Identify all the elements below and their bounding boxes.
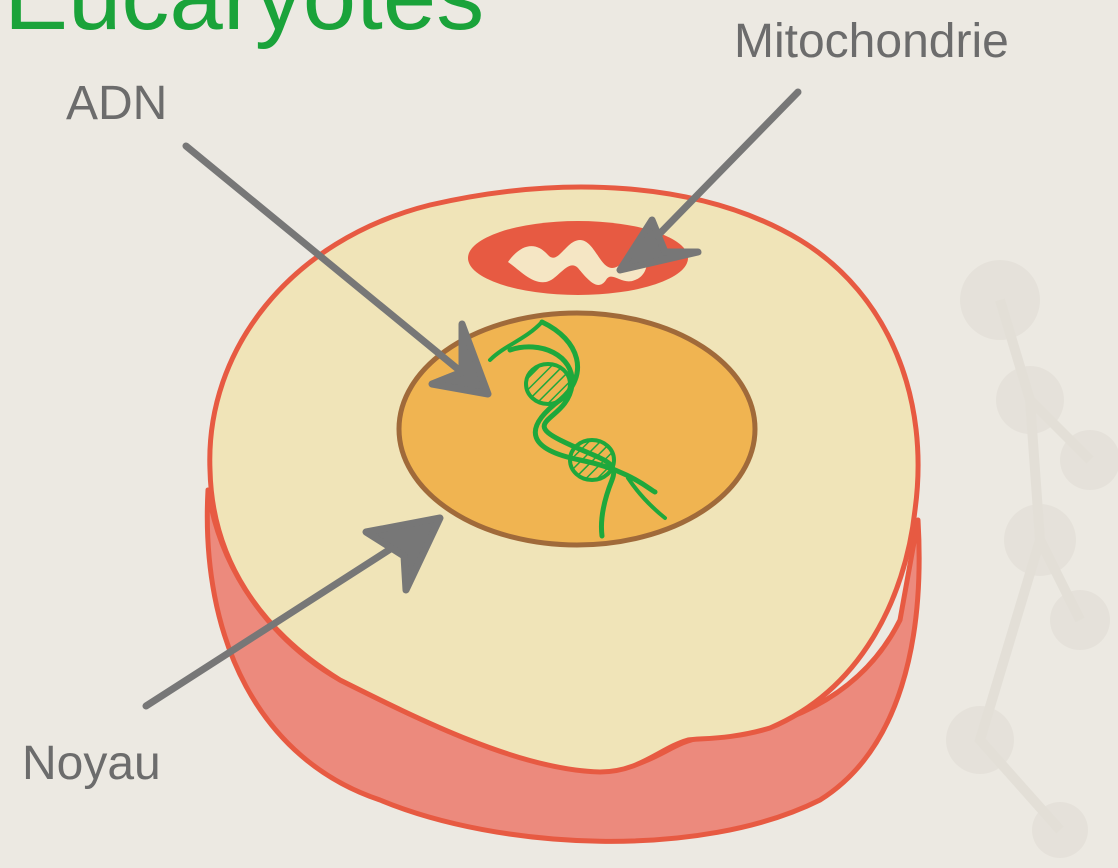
- diagram-title: Eucaryotes: [4, 0, 484, 52]
- nucleus: [399, 313, 755, 545]
- label-noyau: Noyau: [22, 736, 161, 792]
- label-adn: ADN: [66, 76, 167, 132]
- label-mitochondrie: Mitochondrie: [734, 14, 1009, 70]
- background-molecule-decoration: [946, 260, 1118, 858]
